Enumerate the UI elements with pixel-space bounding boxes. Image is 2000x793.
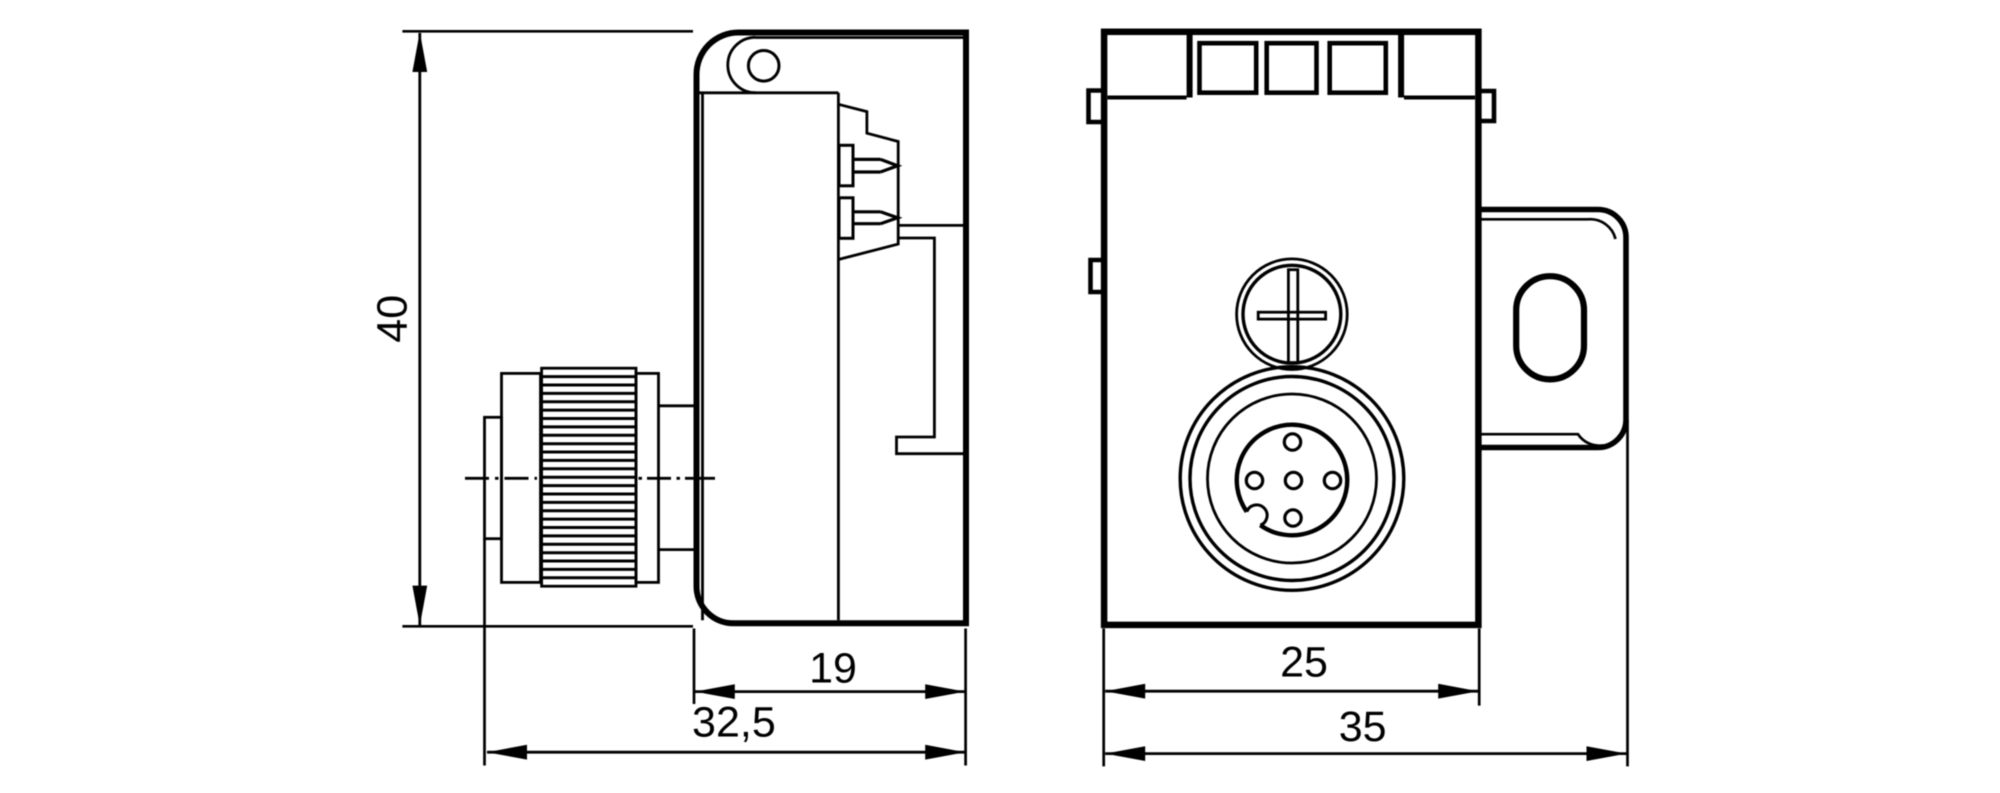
svg-text:32,5: 32,5: [692, 699, 776, 747]
svg-text:35: 35: [1339, 703, 1387, 751]
svg-text:19: 19: [809, 645, 857, 693]
svg-text:40: 40: [369, 295, 417, 343]
svg-text:25: 25: [1280, 639, 1328, 687]
